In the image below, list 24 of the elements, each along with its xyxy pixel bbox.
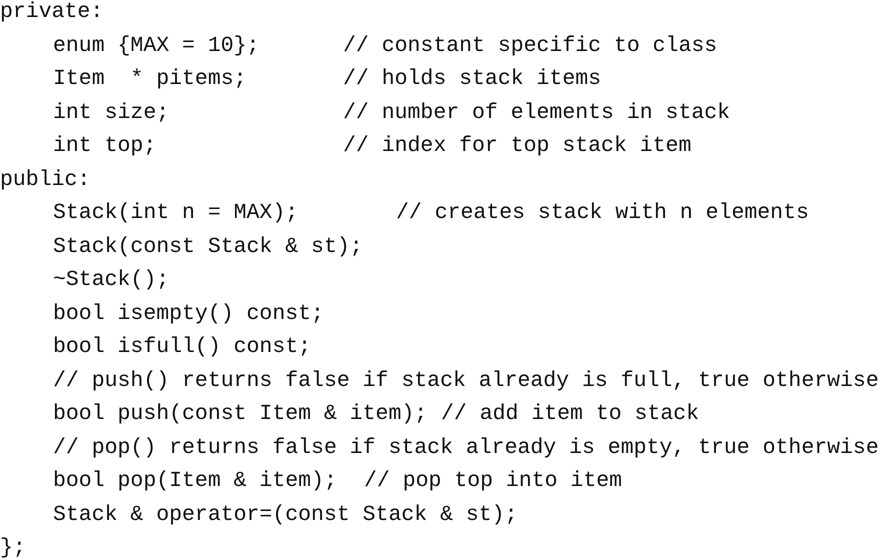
code-comment: // constant specific to class [343,34,718,58]
code-comment: // holds stack items [343,67,602,91]
code-line: Stack(const Stack & st); [53,234,363,258]
code-line: bool isempty() const; [53,302,324,326]
code-line: Stack(int n = MAX); [53,201,298,225]
code-line: bool push(const Item & item); [53,402,428,426]
code-line: ~Stack(); [53,268,170,292]
code-line: enum {MAX = 10}; [53,34,260,58]
code-comment: // pop top into item [364,469,622,493]
code-line: bool isfull() const; [53,335,312,359]
code-comment: // add item to stack [441,402,700,426]
code-comment: // push() returns false if stack already is full, true otherwise [53,368,879,392]
code-line: bool pop(Item & item); [53,469,337,493]
code-line: }; [0,536,26,560]
code-line: private: [0,0,104,24]
code-comment: // creates stack with n elements [396,201,809,225]
code-comment: // index for top stack item [343,134,692,158]
code-line: public: [0,168,90,192]
code-comment: // number of elements in stack [343,100,730,124]
code-line: int top; [53,134,156,158]
code-line: Item * pitems; [53,67,247,91]
code-line: Stack & operator=(const Stack & st); [53,502,518,526]
code-line: int size; [53,100,170,124]
code-comment: // pop() returns false if stack already is empty, true otherwise [53,436,879,460]
